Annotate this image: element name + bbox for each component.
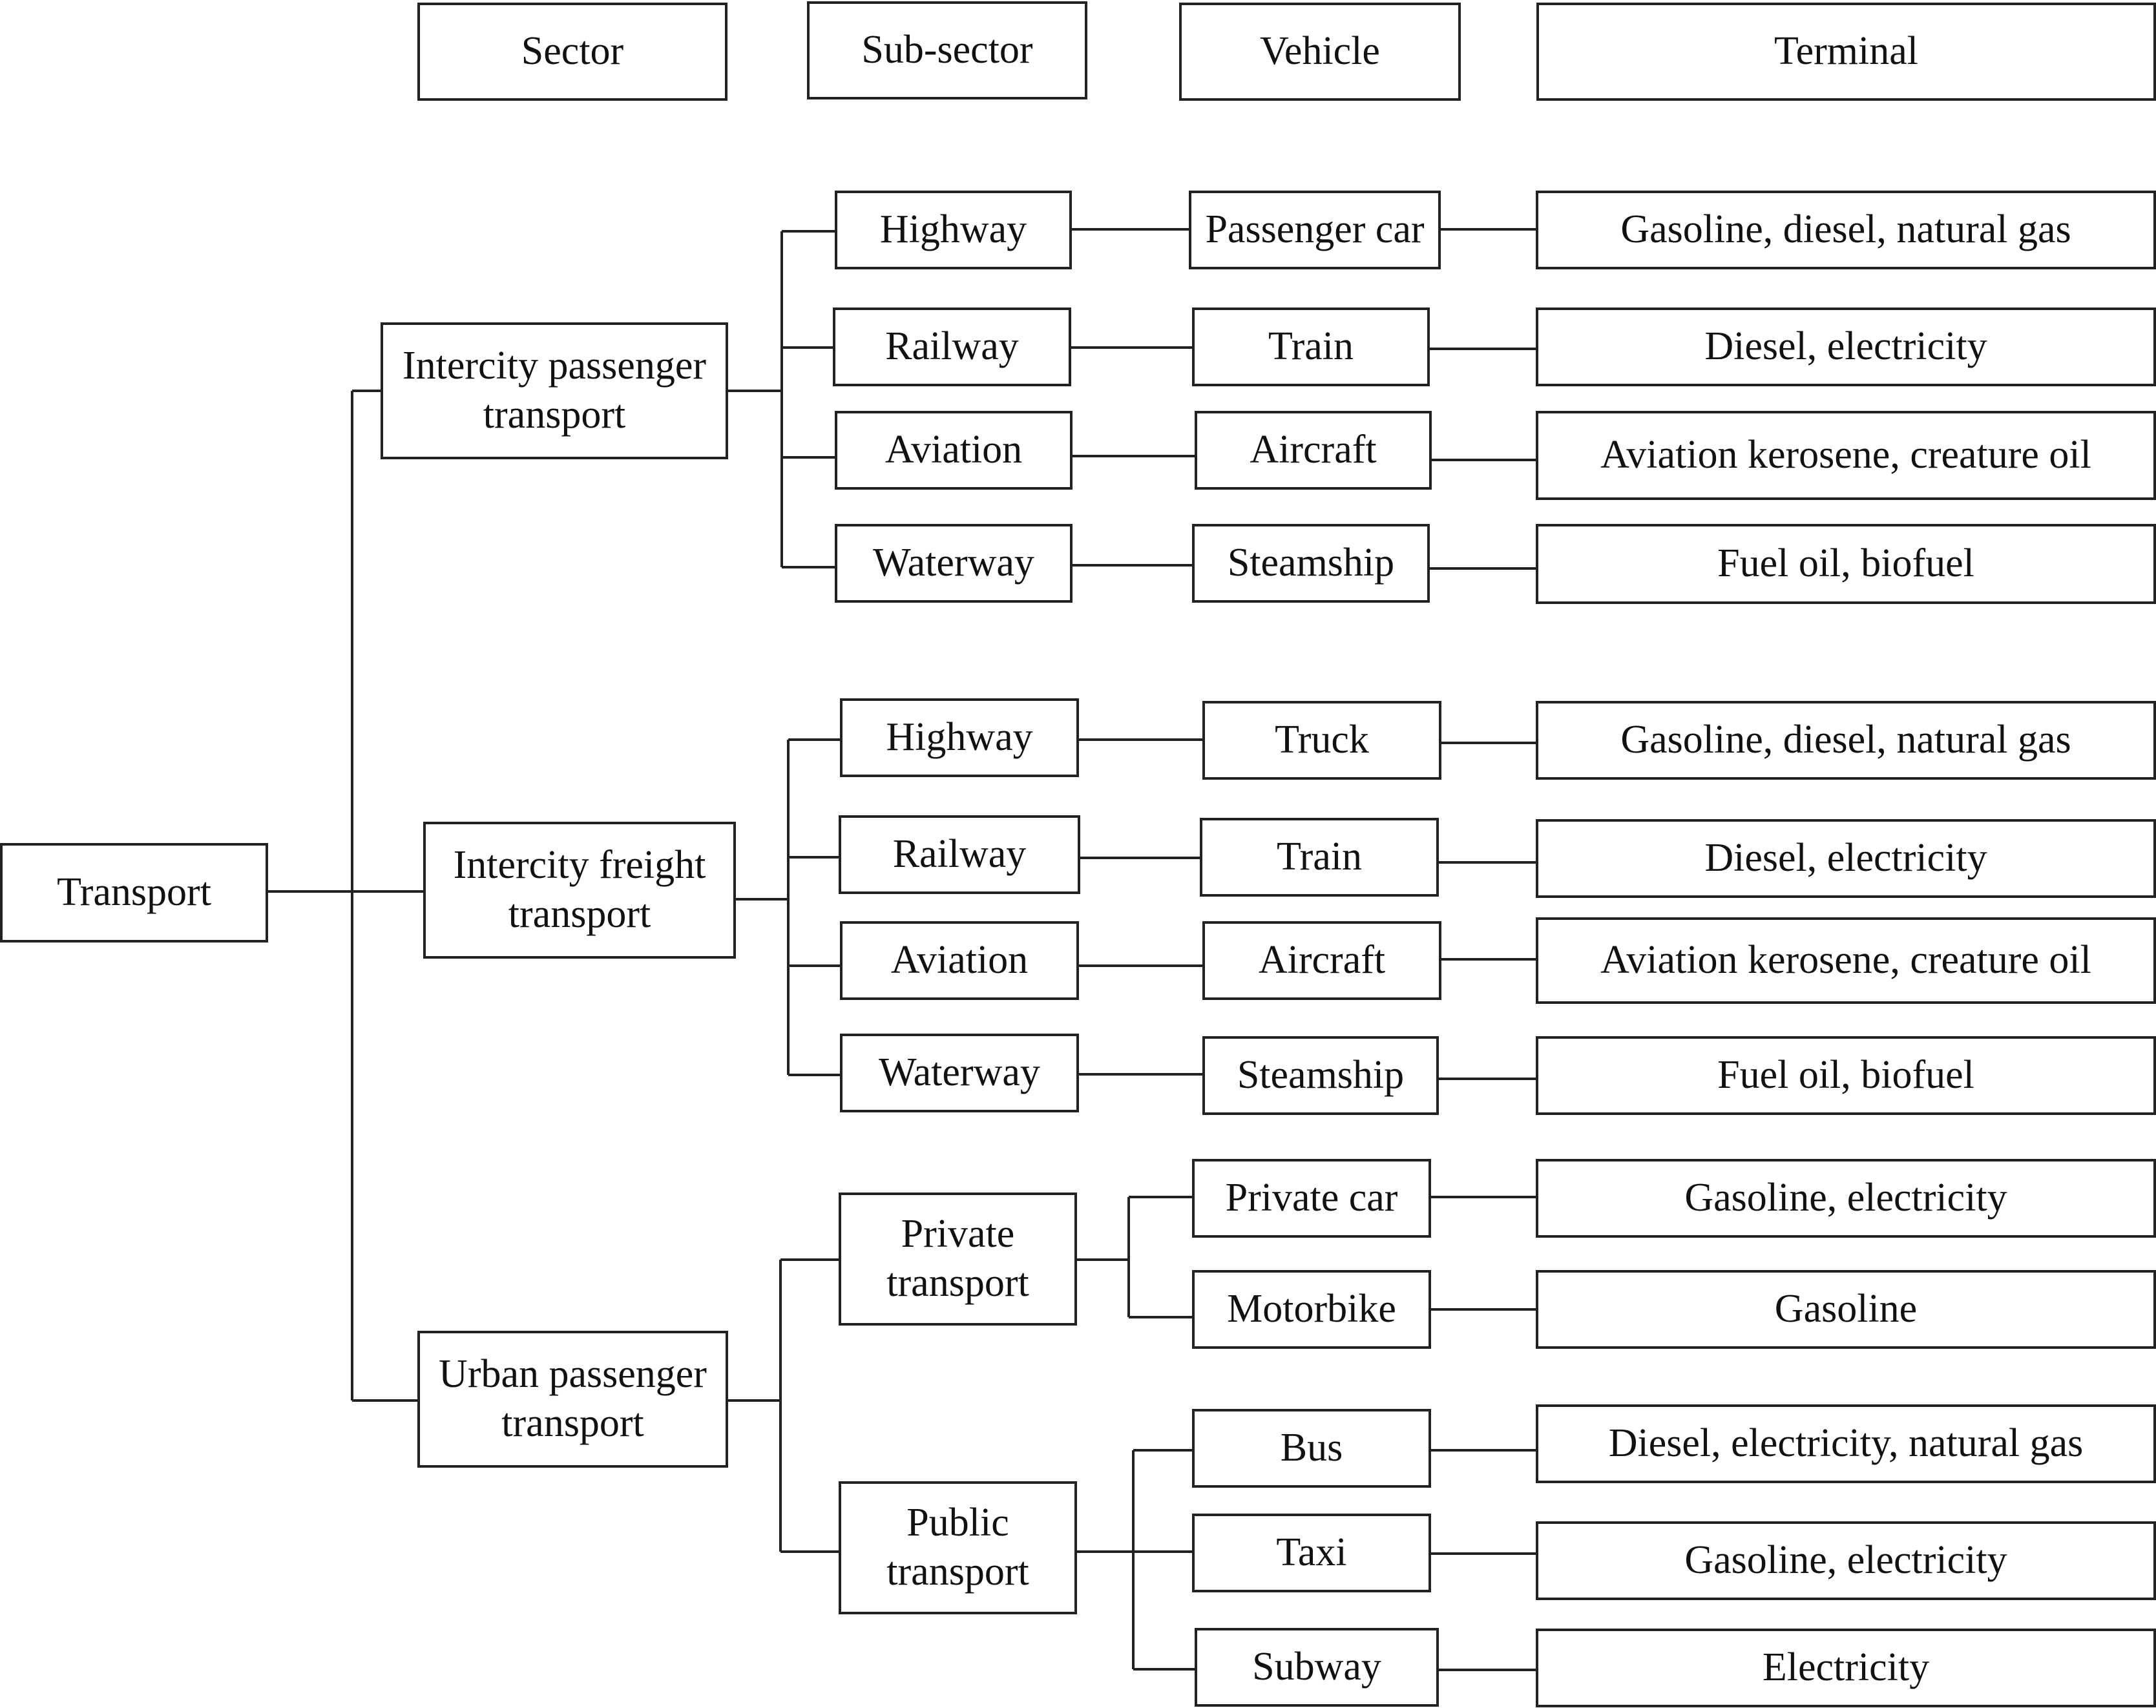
if-vehicle-train: Train: [1200, 818, 1439, 897]
up-subsector-public-transport: Public transport: [839, 1481, 1077, 1614]
up-subsector-private-transport: Private transport: [839, 1192, 1077, 1326]
ip-subsector-highway: Highway: [835, 191, 1072, 269]
if-subsector-waterway: Waterway: [840, 1034, 1079, 1112]
up-vehicle-taxi: Taxi: [1192, 1514, 1431, 1592]
if-subsector-highway: Highway: [840, 698, 1079, 777]
if-terminal-waterway: Fuel oil, biofuel: [1536, 1036, 2156, 1115]
sector-intercity-freight: Intercity freight transport: [423, 822, 736, 959]
if-vehicle-truck: Truck: [1202, 701, 1441, 780]
up-terminal-bus: Diesel, electricity, natural gas: [1536, 1404, 2156, 1483]
ip-subsector-aviation: Aviation: [835, 411, 1073, 490]
sector-intercity-passenger: Intercity passenger transport: [381, 322, 728, 459]
if-terminal-aviation: Aviation kerosene, creature oil: [1536, 917, 2156, 1004]
ip-subsector-waterway: Waterway: [835, 524, 1073, 603]
header-sub-sector: Sub-sector: [807, 1, 1087, 99]
up-terminal-motorbike: Gasoline: [1536, 1270, 2156, 1349]
if-terminal-railway: Diesel, electricity: [1536, 819, 2156, 898]
up-vehicle-motorbike: Motorbike: [1192, 1270, 1431, 1349]
ip-terminal-highway: Gasoline, diesel, natural gas: [1536, 191, 2156, 269]
ip-terminal-railway: Diesel, electricity: [1536, 307, 2156, 386]
header-vehicle: Vehicle: [1179, 3, 1461, 101]
ip-terminal-aviation: Aviation kerosene, creature oil: [1536, 411, 2156, 500]
up-terminal-private-car: Gasoline, electricity: [1536, 1159, 2156, 1238]
root-transport: Transport: [0, 843, 268, 943]
if-vehicle-aircraft: Aircraft: [1202, 921, 1441, 1000]
ip-vehicle-aircraft: Aircraft: [1195, 411, 1432, 490]
ip-vehicle-steamship: Steamship: [1192, 524, 1430, 603]
up-terminal-subway: Electricity: [1536, 1629, 2156, 1707]
if-vehicle-steamship: Steamship: [1202, 1036, 1439, 1115]
ip-vehicle-passenger-car: Passenger car: [1189, 191, 1441, 269]
if-terminal-highway: Gasoline, diesel, natural gas: [1536, 701, 2156, 780]
up-vehicle-subway: Subway: [1195, 1628, 1439, 1707]
header-terminal: Terminal: [1536, 3, 2156, 101]
header-sector: Sector: [417, 3, 727, 101]
up-terminal-taxi: Gasoline, electricity: [1536, 1521, 2156, 1600]
if-subsector-aviation: Aviation: [840, 921, 1079, 1000]
sector-urban-passenger: Urban passenger transport: [417, 1331, 728, 1468]
ip-vehicle-train: Train: [1192, 307, 1430, 386]
ip-terminal-waterway: Fuel oil, biofuel: [1536, 524, 2156, 604]
up-vehicle-private-car: Private car: [1192, 1159, 1431, 1238]
ip-subsector-railway: Railway: [833, 307, 1071, 386]
up-vehicle-bus: Bus: [1192, 1409, 1431, 1488]
if-subsector-railway: Railway: [839, 815, 1080, 894]
